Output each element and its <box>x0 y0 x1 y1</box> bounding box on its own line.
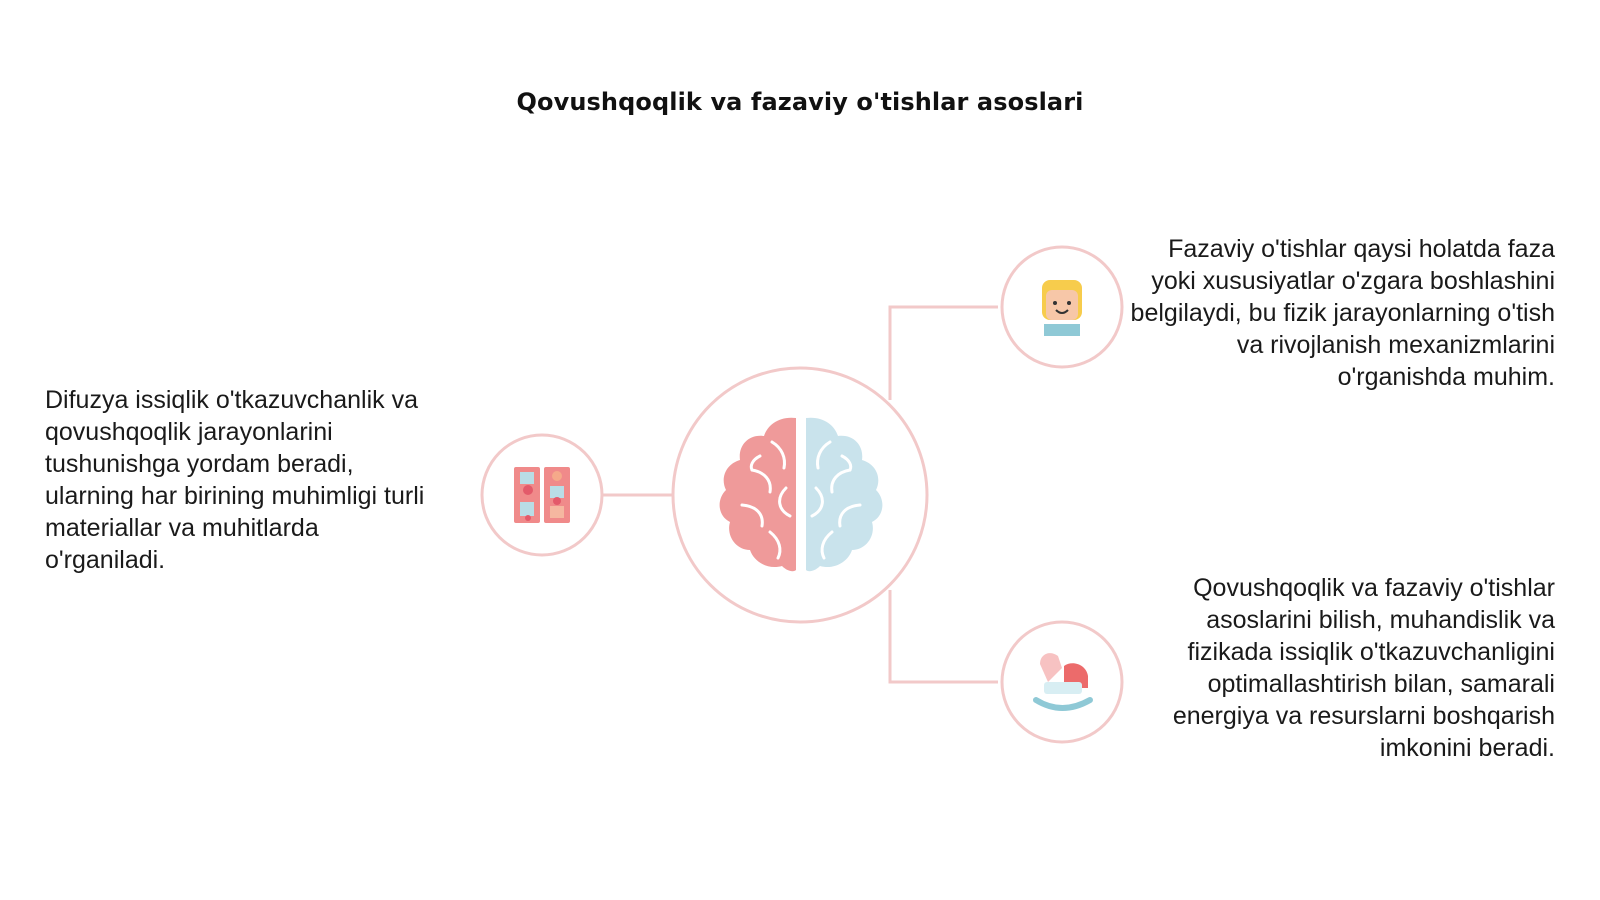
connector-top-right <box>888 305 998 400</box>
connector-bottom-right <box>888 590 998 684</box>
connector-lines <box>590 305 998 684</box>
child-face-icon <box>1042 280 1082 336</box>
rocking-horse-icon <box>1033 653 1093 711</box>
center-circle <box>671 366 929 624</box>
puzzle-blocks-icon <box>514 467 570 523</box>
left-node <box>480 433 604 557</box>
brain-icon <box>719 417 883 572</box>
center-node <box>671 366 929 624</box>
bottom-right-node <box>1000 620 1124 744</box>
left-node-text: Difuzya issiqlik o'tkazuvchanlik va qovu… <box>45 386 425 574</box>
top-right-node <box>1000 245 1124 369</box>
page-title: Qovushqoqlik va fazaviy o'tishlar asosla… <box>516 88 1084 116</box>
left-node-circle <box>480 433 604 557</box>
bottom-right-node-text: Qovushqoqlik va fazaviy o'tishlar asosla… <box>1172 574 1555 762</box>
top-right-node-text: Fazaviy o'tishlar qaysi holatda faza yok… <box>1130 235 1555 391</box>
